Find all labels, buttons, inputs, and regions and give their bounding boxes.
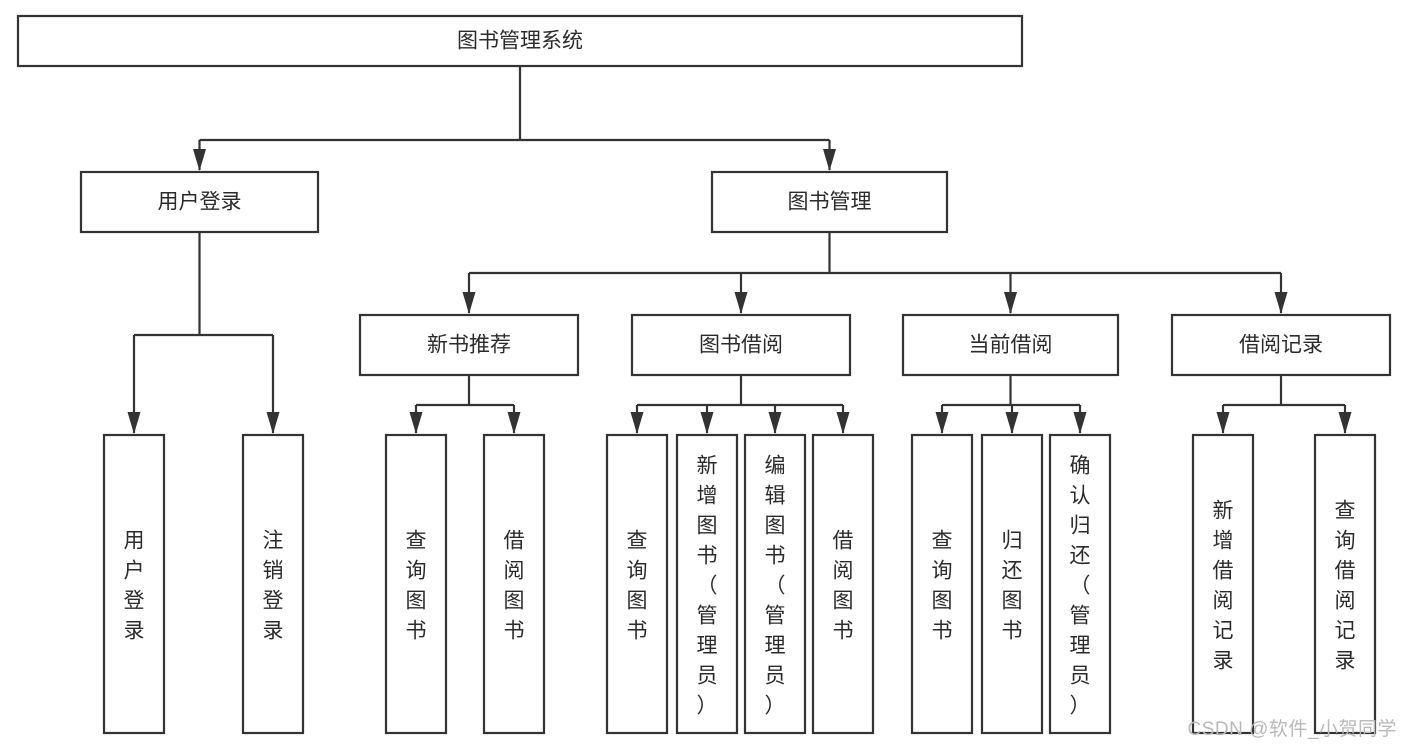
new-book-recommend-arrow-1 <box>507 412 521 434</box>
current-borrow-arrow-1 <box>1005 412 1019 434</box>
node-recommend-borrow-book[interactable]: 借阅图书 <box>482 433 546 735</box>
node-borrow-query-book[interactable]: 查询图书 <box>605 433 669 735</box>
node-book-management[interactable]: 图书管理 <box>710 170 949 234</box>
book-borrow-arrow-2 <box>768 412 782 434</box>
book-borrow-arrow-1 <box>700 412 714 434</box>
node-box-borrow-query-book <box>605 433 669 735</box>
node-box-current-return-book <box>980 433 1044 735</box>
node-label-new-book-recommend: 新书推荐 <box>427 334 511 357</box>
node-user-login[interactable]: 用户登录 <box>79 170 320 234</box>
node-box-current-borrow <box>901 313 1120 377</box>
bookmgmt-arrow-1 <box>734 292 748 314</box>
borrow-record-arrow-1 <box>1338 412 1352 434</box>
node-box-user-login <box>79 170 320 234</box>
borrow-record-arrow-0 <box>1216 412 1230 434</box>
node-box-book-borrow <box>630 313 852 377</box>
node-label-record-query: 查询借阅记录 <box>1335 499 1356 672</box>
node-label-book-management: 图书管理 <box>788 191 872 214</box>
node-root[interactable]: 图书管理系统 <box>16 14 1024 68</box>
node-box-user-logout <box>241 433 305 735</box>
node-borrow-borrow-book[interactable]: 借阅图书 <box>811 433 875 735</box>
node-label-record-add: 新增借阅记录 <box>1213 499 1234 672</box>
node-new-book-recommend[interactable]: 新书推荐 <box>358 313 580 377</box>
book-borrow-arrow-0 <box>630 412 644 434</box>
bookmgmt-arrow-3 <box>1274 292 1288 314</box>
node-current-borrow[interactable]: 当前借阅 <box>901 313 1120 377</box>
node-current-return-book[interactable]: 归还图书 <box>980 433 1044 735</box>
node-label-user-login: 用户登录 <box>158 191 242 214</box>
node-box-record-add <box>1191 433 1255 735</box>
node-box-new-book-recommend <box>358 313 580 377</box>
diagram-nodes-layer: 图书管理系统用户登录图书管理用户登录注销登录新书推荐图书借阅当前借阅借阅记录查询… <box>16 14 1392 735</box>
node-label-root: 图书管理系统 <box>457 30 583 53</box>
node-book-borrow[interactable]: 图书借阅 <box>630 313 852 377</box>
node-user-logout[interactable]: 注销登录 <box>241 433 305 735</box>
node-label-borrow-edit-book: 编辑图书（管理员） <box>765 454 786 717</box>
connector-edges-layer <box>127 66 1352 434</box>
node-record-add[interactable]: 新增借阅记录 <box>1191 433 1255 735</box>
userlogin-arrow-0 <box>127 412 141 434</box>
node-current-confirm-return[interactable]: 确认归还（管理员） <box>1048 433 1112 735</box>
current-borrow-arrow-0 <box>935 412 949 434</box>
node-label-borrow-borrow-book: 借阅图书 <box>833 529 854 642</box>
node-box-borrow-record <box>1170 313 1392 377</box>
node-label-recommend-borrow-book: 借阅图书 <box>504 529 525 642</box>
node-box-user-login-do <box>102 433 166 735</box>
node-user-login-do[interactable]: 用户登录 <box>102 433 166 735</box>
node-label-current-borrow: 当前借阅 <box>969 334 1053 357</box>
node-box-borrow-add-book <box>675 433 739 735</box>
node-label-borrow-record: 借阅记录 <box>1239 334 1323 357</box>
node-record-query[interactable]: 查询借阅记录 <box>1313 433 1377 735</box>
node-label-recommend-query-book: 查询图书 <box>406 529 427 642</box>
node-box-current-query-book <box>910 433 974 735</box>
root-arrow-0 <box>193 149 206 171</box>
node-label-user-login-do: 用户登录 <box>124 529 145 642</box>
root-arrow-1 <box>823 149 836 171</box>
node-box-record-query <box>1313 433 1377 735</box>
userlogin-arrow-1 <box>266 412 280 434</box>
new-book-recommend-arrow-0 <box>409 412 423 434</box>
current-borrow-arrow-2 <box>1073 412 1087 434</box>
node-box-current-confirm-return <box>1048 433 1112 735</box>
node-box-borrow-borrow-book <box>811 433 875 735</box>
node-box-recommend-borrow-book <box>482 433 546 735</box>
node-current-query-book[interactable]: 查询图书 <box>910 433 974 735</box>
node-borrow-record[interactable]: 借阅记录 <box>1170 313 1392 377</box>
node-label-current-return-book: 归还图书 <box>1002 529 1023 642</box>
node-label-book-borrow: 图书借阅 <box>699 334 783 357</box>
node-recommend-query-book[interactable]: 查询图书 <box>384 433 448 735</box>
node-label-current-query-book: 查询图书 <box>932 529 953 642</box>
node-borrow-add-book[interactable]: 新增图书（管理员） <box>675 433 739 735</box>
node-box-borrow-edit-book <box>743 433 807 735</box>
node-label-user-logout: 注销登录 <box>263 529 284 642</box>
node-label-borrow-query-book: 查询图书 <box>627 529 648 642</box>
node-box-recommend-query-book <box>384 433 448 735</box>
node-label-current-confirm-return: 确认归还（管理员） <box>1070 454 1091 717</box>
book-borrow-arrow-3 <box>836 412 850 434</box>
bookmgmt-arrow-0 <box>462 292 476 314</box>
node-borrow-edit-book[interactable]: 编辑图书（管理员） <box>743 433 807 735</box>
bookmgmt-arrow-2 <box>1004 292 1017 314</box>
node-box-book-management <box>710 170 949 234</box>
node-label-borrow-add-book: 新增图书（管理员） <box>697 454 718 717</box>
node-box-root <box>16 14 1024 68</box>
